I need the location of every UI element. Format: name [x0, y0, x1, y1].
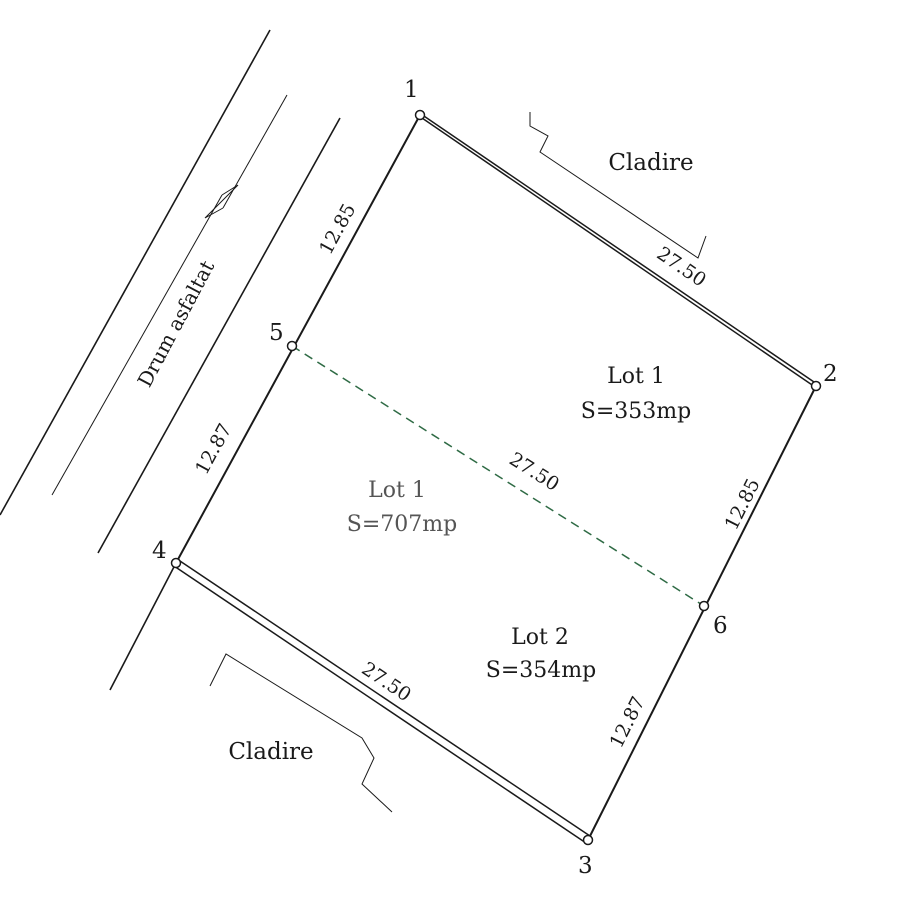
vertex-label-2: 2 [823, 361, 838, 387]
lot1-name: Lot 1 [607, 364, 665, 389]
vertex-label-3: 3 [578, 853, 593, 879]
buildings [209, 112, 707, 813]
vertex-labels: 1 2 3 4 5 6 [152, 77, 838, 879]
dimension-labels: 27.50 12.85 12.87 12.85 12.87 27.50 27.5… [191, 200, 765, 752]
road-edge-inner [97, 117, 341, 554]
building-outline-top [529, 112, 707, 259]
vertex-label-5: 5 [269, 320, 284, 346]
boundary-1-2-a [417, 111, 815, 383]
dim-side-6-3: 12.87 [606, 693, 650, 751]
total-lot-name: Lot 1 [368, 478, 426, 503]
building-outline-bottom [209, 653, 393, 813]
building-label-top: Cladire [608, 150, 693, 176]
boundary-4-3-a [176, 558, 591, 837]
vertex-label-6: 6 [713, 613, 728, 639]
boundary-1-2-b [421, 117, 819, 390]
lot-labels: Lot 1 S=353mp Lot 1 S=707mp Lot 2 S=354m… [347, 364, 691, 683]
vertex-markers [170, 109, 822, 846]
dim-side-5-4: 12.87 [191, 420, 236, 478]
vertex-marker-6 [698, 600, 710, 612]
road [0, 29, 341, 691]
lot1-area: S=353mp [581, 399, 691, 424]
building-label-bottom: Cladire [228, 739, 313, 765]
boundary-4-3-b [173, 565, 587, 844]
road-break-symbol [204, 184, 239, 219]
vertex-marker-5 [286, 340, 298, 352]
dim-division-5-6: 27.50 [505, 448, 563, 496]
vertex-label-1: 1 [404, 77, 419, 103]
vertex-marker-4 [170, 557, 182, 569]
road-centerline-lower [51, 194, 223, 496]
vertex-marker-2 [810, 380, 822, 392]
lot2-name: Lot 2 [511, 625, 569, 650]
road-edge-outer [0, 29, 271, 516]
division-line-5-6 [291, 345, 705, 607]
vertex-marker-3 [582, 834, 594, 846]
boundary-2-3 [587, 385, 817, 841]
vertex-label-4: 4 [152, 538, 167, 564]
total-lot-area: S=707mp [347, 512, 457, 537]
road-edge-lower-extension [109, 562, 177, 691]
boundary-4-1 [175, 114, 421, 564]
parcel-boundary [173, 111, 819, 844]
dim-side-1-5: 12.85 [315, 200, 360, 258]
vertex-marker-1 [414, 109, 426, 121]
dim-side-2-6: 12.85 [721, 475, 765, 533]
lot2-area: S=354mp [486, 658, 596, 683]
